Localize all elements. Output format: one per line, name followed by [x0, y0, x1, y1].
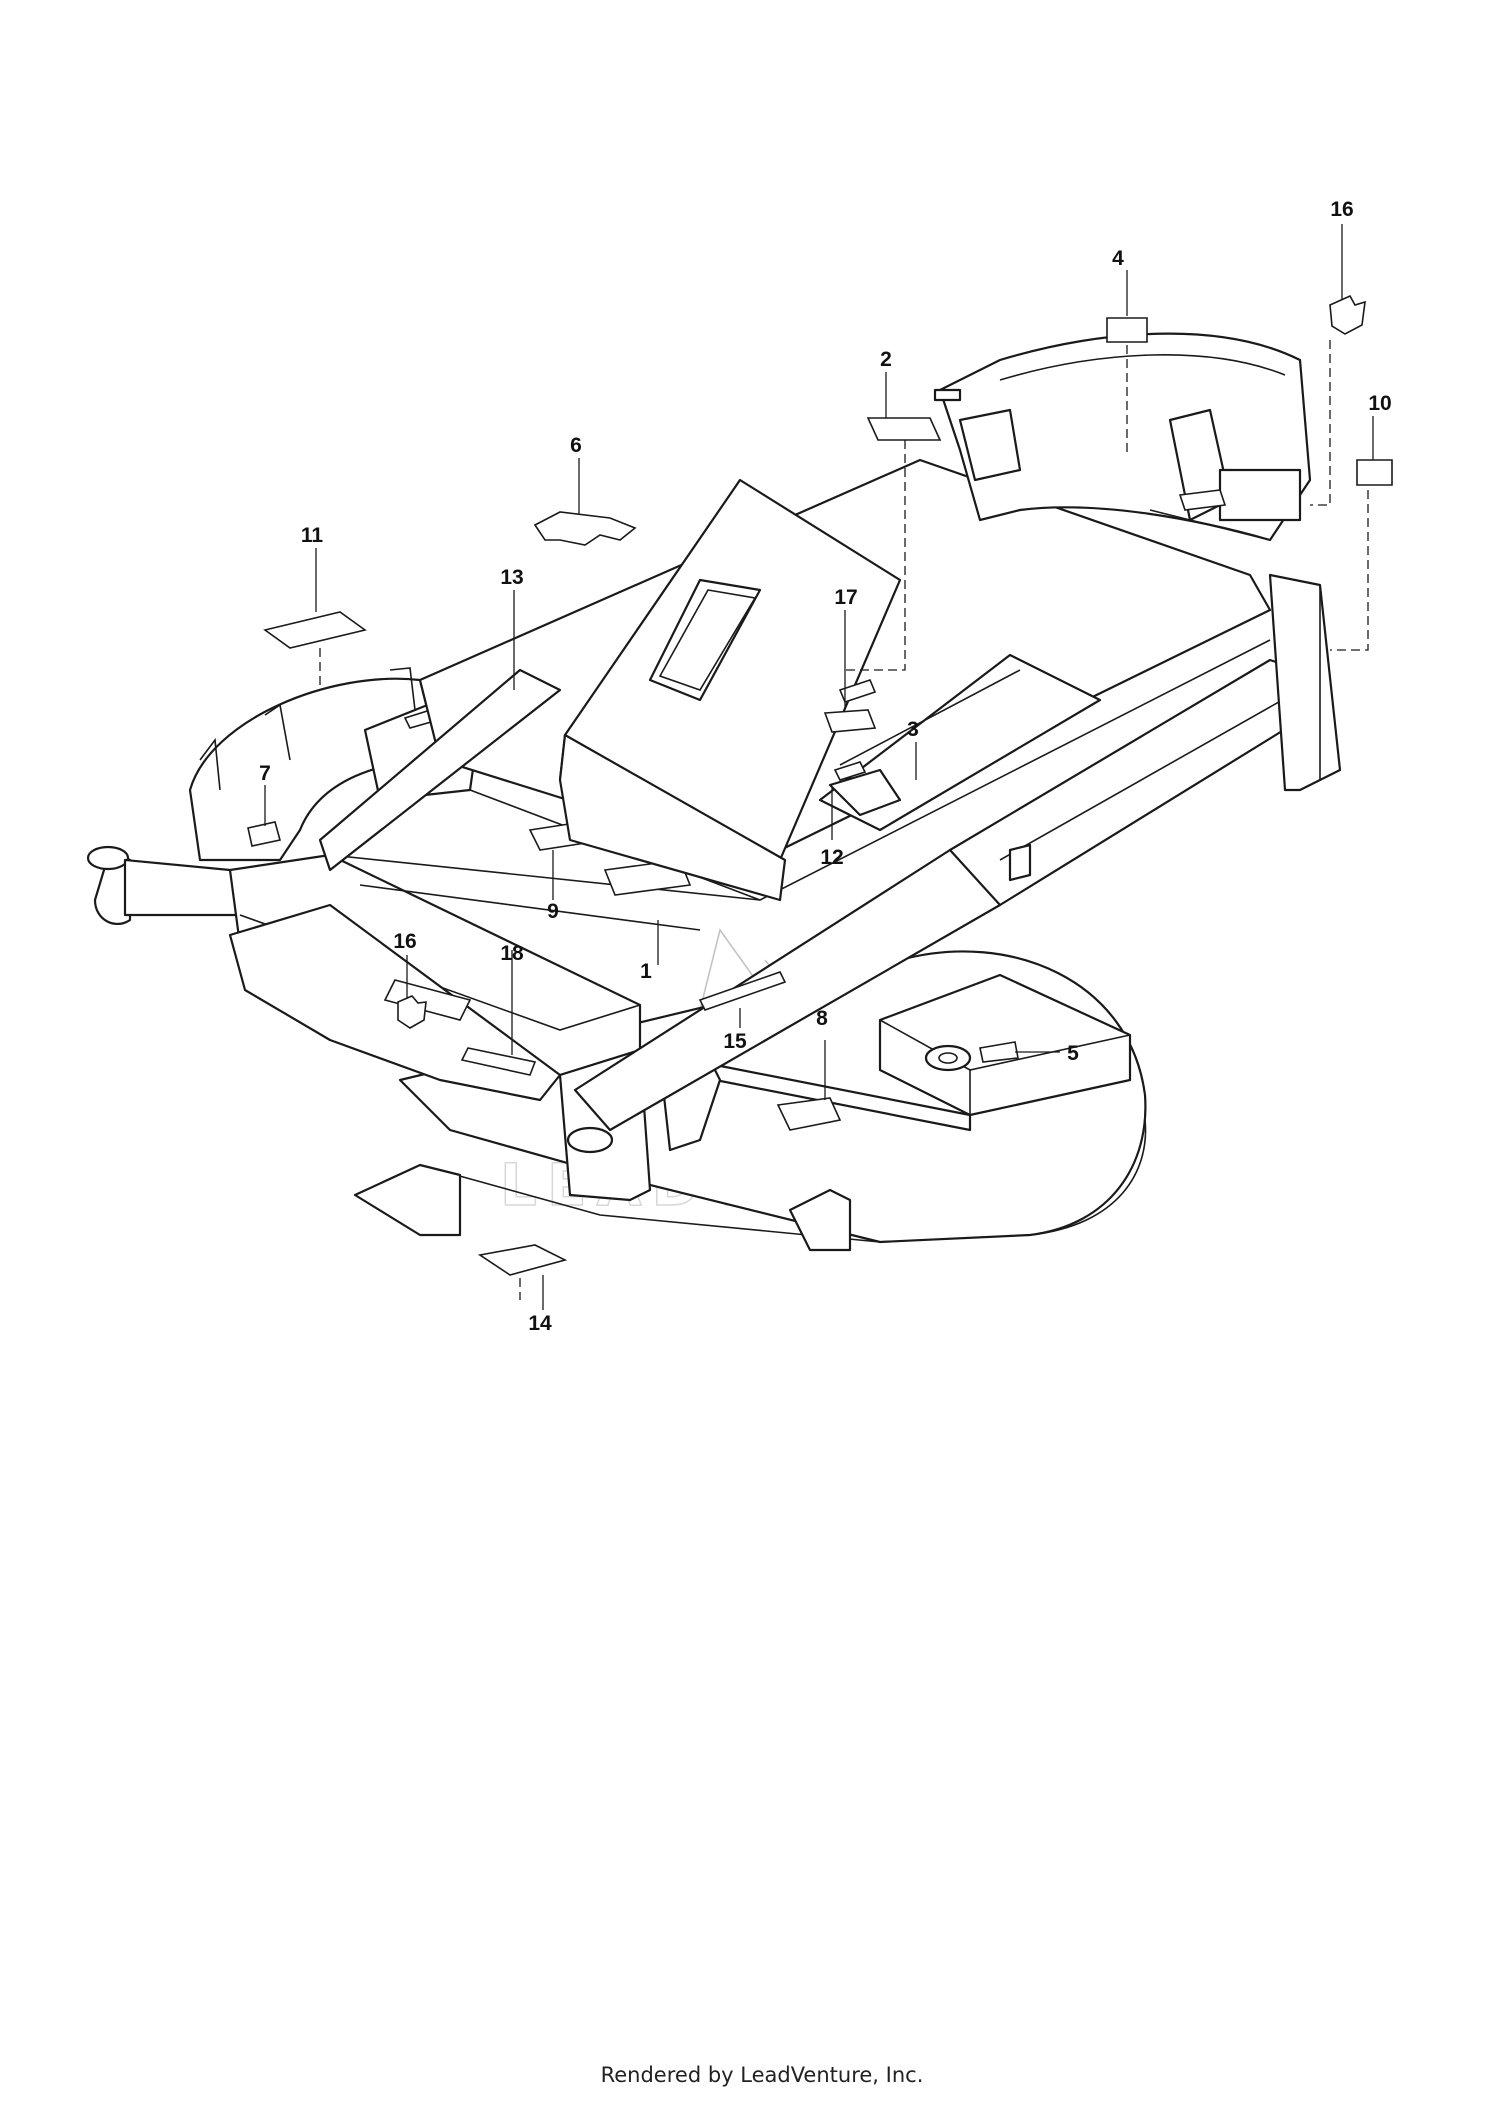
decal-7 — [247, 821, 281, 847]
callout-11: 11 — [301, 524, 324, 547]
decal-15-logo — [698, 971, 787, 1011]
callout-labels: 1 2 3 4 5 6 7 8 9 10 11 12 13 14 15 16 1… — [259, 198, 1392, 1335]
callout-15: 15 — [723, 1030, 747, 1053]
decal-5 — [979, 1041, 1019, 1063]
decal-4 — [1106, 317, 1148, 343]
leader-lines — [264, 224, 1374, 1310]
callout-17: 17 — [834, 586, 857, 609]
decal-17 — [823, 709, 877, 733]
decal-18 — [460, 1047, 537, 1076]
callout-5: 5 — [1067, 1042, 1079, 1065]
callout-16-left: 16 — [393, 930, 416, 953]
assembly-lines — [319, 340, 1369, 1300]
right-fender — [933, 332, 1312, 542]
callout-16-top: 16 — [1330, 198, 1353, 221]
callout-6: 6 — [570, 434, 582, 457]
decal-16-top — [1329, 294, 1366, 335]
callout-2: 2 — [880, 348, 892, 371]
callout-9: 9 — [547, 900, 559, 923]
decal-2 — [866, 417, 942, 441]
callout-7: 7 — [259, 762, 271, 785]
decal-14 — [477, 1244, 568, 1276]
decal-16-left — [397, 995, 427, 1029]
footer-credit: Rendered by LeadVenture, Inc. — [601, 2063, 924, 2087]
callout-10: 10 — [1368, 392, 1391, 415]
callout-8: 8 — [816, 1007, 828, 1030]
callout-12: 12 — [820, 846, 843, 869]
decal-11 — [263, 611, 367, 649]
callout-13: 13 — [500, 566, 523, 589]
callout-4: 4 — [1112, 247, 1124, 270]
callout-18: 18 — [500, 942, 524, 965]
decal-10 — [1356, 459, 1393, 486]
callout-1: 1 — [640, 960, 652, 983]
callout-3: 3 — [907, 718, 919, 741]
decal-6 — [533, 511, 637, 546]
callout-14: 14 — [528, 1312, 552, 1335]
decal-8 — [776, 1097, 842, 1131]
